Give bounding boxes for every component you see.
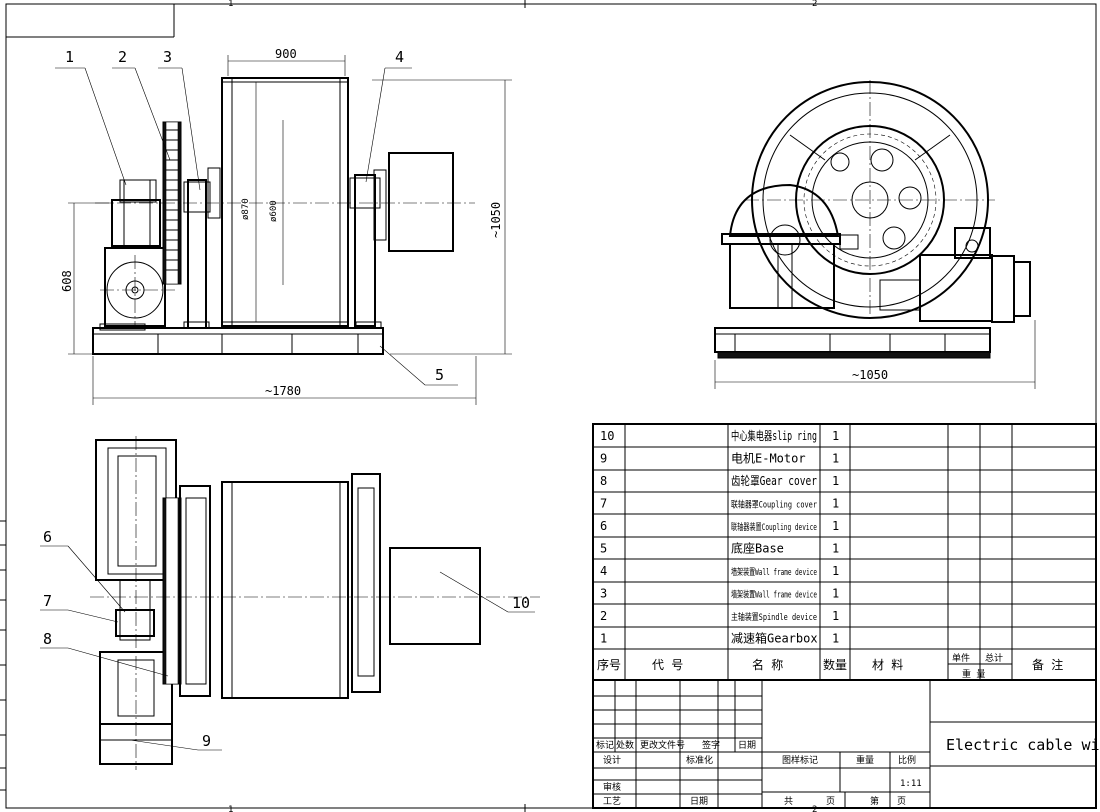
tb-design: 设计 (603, 754, 621, 766)
bom-header-total: 总计 (985, 652, 1003, 664)
tb-mark: 标记 (596, 739, 614, 751)
balloon-3: 3 (163, 48, 172, 66)
bom-row-no: 7 (600, 497, 607, 511)
tb-date: 日期 (738, 740, 756, 751)
bom-row-no: 6 (600, 519, 607, 533)
tb-page2: 页 (897, 796, 906, 807)
tb-count: 处数 (616, 739, 634, 751)
bill-of-materials: 10 中心集电器slip ring 1 9 电机E-Motor 1 8 齿轮罩Gear cov… (592, 423, 1097, 681)
tb-total-sheets: 共 (784, 796, 793, 807)
bom-header-no: 序号 (597, 657, 621, 672)
bom-row-no: 9 (600, 452, 607, 466)
bom-row-qty: 1 (832, 632, 839, 646)
tb-ratio: 比例 (898, 754, 916, 766)
bom-header-qty: 数量 (823, 657, 847, 672)
bom-row-qty: 1 (832, 542, 839, 556)
tb-scale-value: 1:11 (900, 779, 922, 789)
front-view: 900 ø870 ø600 ~1050 608 ~1780 1 2 3 4 5 (55, 47, 512, 405)
tb-process: 工艺 (603, 796, 621, 807)
bom-row-name: 墙架装置Wall frame device (731, 566, 817, 578)
plan-view: 6 7 8 9 10 (40, 436, 540, 770)
bom-header-unit: 单件 (952, 652, 970, 664)
bom-row-name: 减速箱Gearbox (731, 631, 818, 646)
bom-row-qty: 1 (832, 429, 839, 443)
bom-row-no: 8 (600, 474, 607, 488)
dim-drum-diameter: ø600 (269, 200, 279, 222)
bom-row-qty: 1 (832, 474, 839, 488)
bom-row-qty: 1 (832, 609, 839, 623)
bom-header-material: 材 料 (872, 658, 903, 672)
balloon-5: 5 (435, 366, 444, 384)
bom-row-no: 1 (600, 632, 607, 646)
bom-row-name: 齿轮罩Gear cover (731, 474, 817, 488)
dim-overall-length: ~1780 (265, 384, 301, 398)
title-block: 标记 处数 更改文件号 签字 日期 设计 标准化 审核 工艺 日期 图样标记 重… (592, 679, 1100, 809)
bom-header-name: 名 称 (752, 657, 783, 672)
side-view: ~1050 (714, 80, 1036, 389)
balloon-10: 10 (512, 594, 530, 612)
drawing-title: Electric cable winch (946, 736, 1100, 754)
tb-weight: 重量 (856, 754, 874, 766)
balloon-9: 9 (202, 732, 211, 750)
zone-mark-top-2: 2 (812, 0, 817, 9)
bom-row-name: 中心集电器slip ring (731, 428, 817, 443)
bom-header-remark: 备 注 (1032, 657, 1063, 672)
bom-row-name: 电机E-Motor (731, 452, 806, 466)
bom-header-code: 代 号 (652, 658, 683, 672)
balloon-4: 4 (395, 48, 404, 66)
bom-row-qty: 1 (832, 452, 839, 466)
bom-row-no: 5 (600, 542, 607, 556)
tb-review: 审核 (603, 781, 621, 793)
dim-side-width: ~1050 (852, 368, 888, 382)
bom-row-name: 主轴装置Spindle device (731, 611, 817, 623)
tb-sheet-no: 第 (870, 795, 879, 807)
balloon-8: 8 (43, 630, 52, 648)
zone-mark-top-1: 1 (228, 0, 233, 9)
bom-row-qty: 1 (832, 564, 839, 578)
bom-row-name: 墙架装置Wall frame device (731, 589, 817, 601)
bom-row-name: 底座Base (731, 541, 784, 556)
outer-frame (5, 3, 1097, 809)
tb-sign: 签字 (702, 739, 720, 751)
bom-row-no: 10 (600, 429, 614, 443)
tb-change-doc: 更改文件号 (640, 739, 685, 751)
bom-row-name: 联轴器装置Coupling device (731, 521, 817, 533)
bom-row-no: 2 (600, 609, 607, 623)
bom-row-name: 联轴器罩Coupling cover (731, 499, 817, 511)
tb-page: 页 (826, 796, 835, 807)
tb-date2: 日期 (690, 796, 708, 807)
tb-standard: 标准化 (686, 754, 713, 766)
bom-header-weight: 重 量 (962, 668, 985, 680)
balloon-1: 1 (65, 48, 74, 66)
balloon-7: 7 (43, 592, 52, 610)
bom-row-qty: 1 (832, 587, 839, 601)
bom-row-no: 3 (600, 587, 607, 601)
tb-stage-mark: 图样标记 (782, 754, 818, 766)
bom-row-qty: 1 (832, 497, 839, 511)
dim-shaft-height: 608 (60, 270, 74, 292)
bom-row-qty: 1 (832, 519, 839, 533)
balloon-2: 2 (118, 48, 127, 66)
dim-flange-diameter: ø870 (241, 198, 251, 220)
bom-row-no: 4 (600, 564, 607, 578)
dim-overall-height: ~1050 (489, 202, 503, 238)
zone-mark-bottom-1: 1 (228, 805, 233, 812)
dim-drum-length: 900 (275, 47, 297, 61)
balloon-6: 6 (43, 528, 52, 546)
